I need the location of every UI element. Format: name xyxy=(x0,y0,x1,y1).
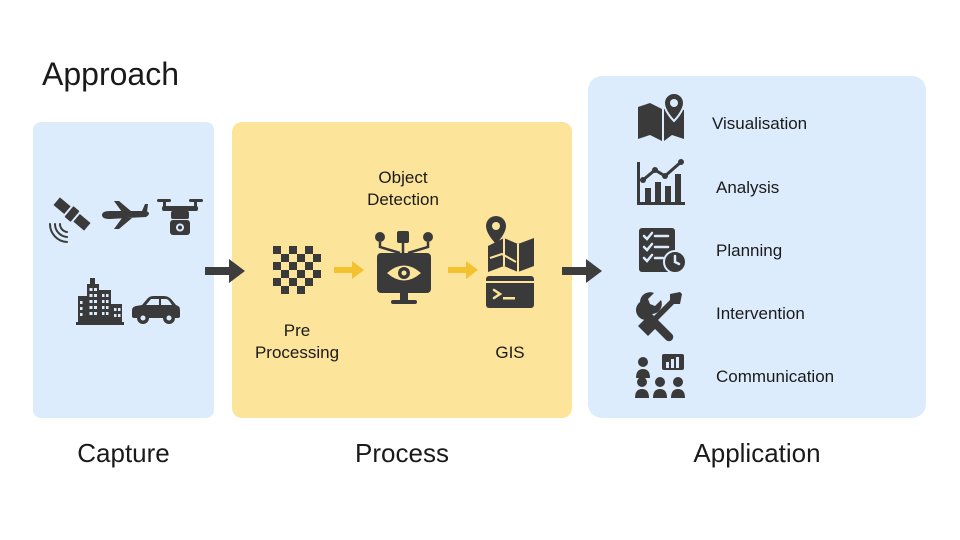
airplane-icon xyxy=(102,201,149,229)
section-label-capture: Capture xyxy=(77,438,170,468)
object-detection-label: Object Detection xyxy=(350,167,456,211)
checkerboard-icon xyxy=(273,246,321,294)
wrench-screwdriver-icon xyxy=(636,292,682,342)
preprocessing-label: Pre Processing xyxy=(240,320,354,364)
application-label-communication: Communication xyxy=(716,367,835,386)
arrow-capture-to-process xyxy=(205,259,245,283)
object-detection-label-line2: Detection xyxy=(367,190,439,209)
section-label-process: Process xyxy=(355,438,449,468)
preprocessing-label-line2: Processing xyxy=(254,343,340,362)
checklist-clock-icon xyxy=(639,228,687,274)
application-label-analysis: Analysis xyxy=(716,178,780,197)
buildings-icon xyxy=(76,278,124,325)
drone-icon xyxy=(157,199,203,235)
chart-icon xyxy=(637,159,685,205)
audience-presentation-icon xyxy=(635,354,685,398)
gis-label: GIS xyxy=(495,343,525,362)
monitor-eye-icon xyxy=(375,231,433,304)
satellite-icon xyxy=(48,197,91,243)
car-icon xyxy=(132,296,180,324)
arrow-process-to-application xyxy=(562,259,602,283)
arrow-preprocessing-to-detection xyxy=(334,261,364,279)
application-label-intervention: Intervention xyxy=(716,304,805,323)
page-title: Approach xyxy=(42,56,179,92)
section-label-application: Application xyxy=(693,438,821,468)
map-terminal-icon xyxy=(486,216,534,308)
arrow-detection-to-gis xyxy=(448,261,478,279)
object-detection-label-line1: Object xyxy=(378,168,428,187)
capture-panel xyxy=(33,122,214,418)
application-label-planning: Planning xyxy=(716,241,783,260)
preprocessing-label-line1: Pre xyxy=(283,321,311,340)
map-pin-icon xyxy=(638,91,686,141)
application-label-visualisation: Visualisation xyxy=(712,114,808,133)
